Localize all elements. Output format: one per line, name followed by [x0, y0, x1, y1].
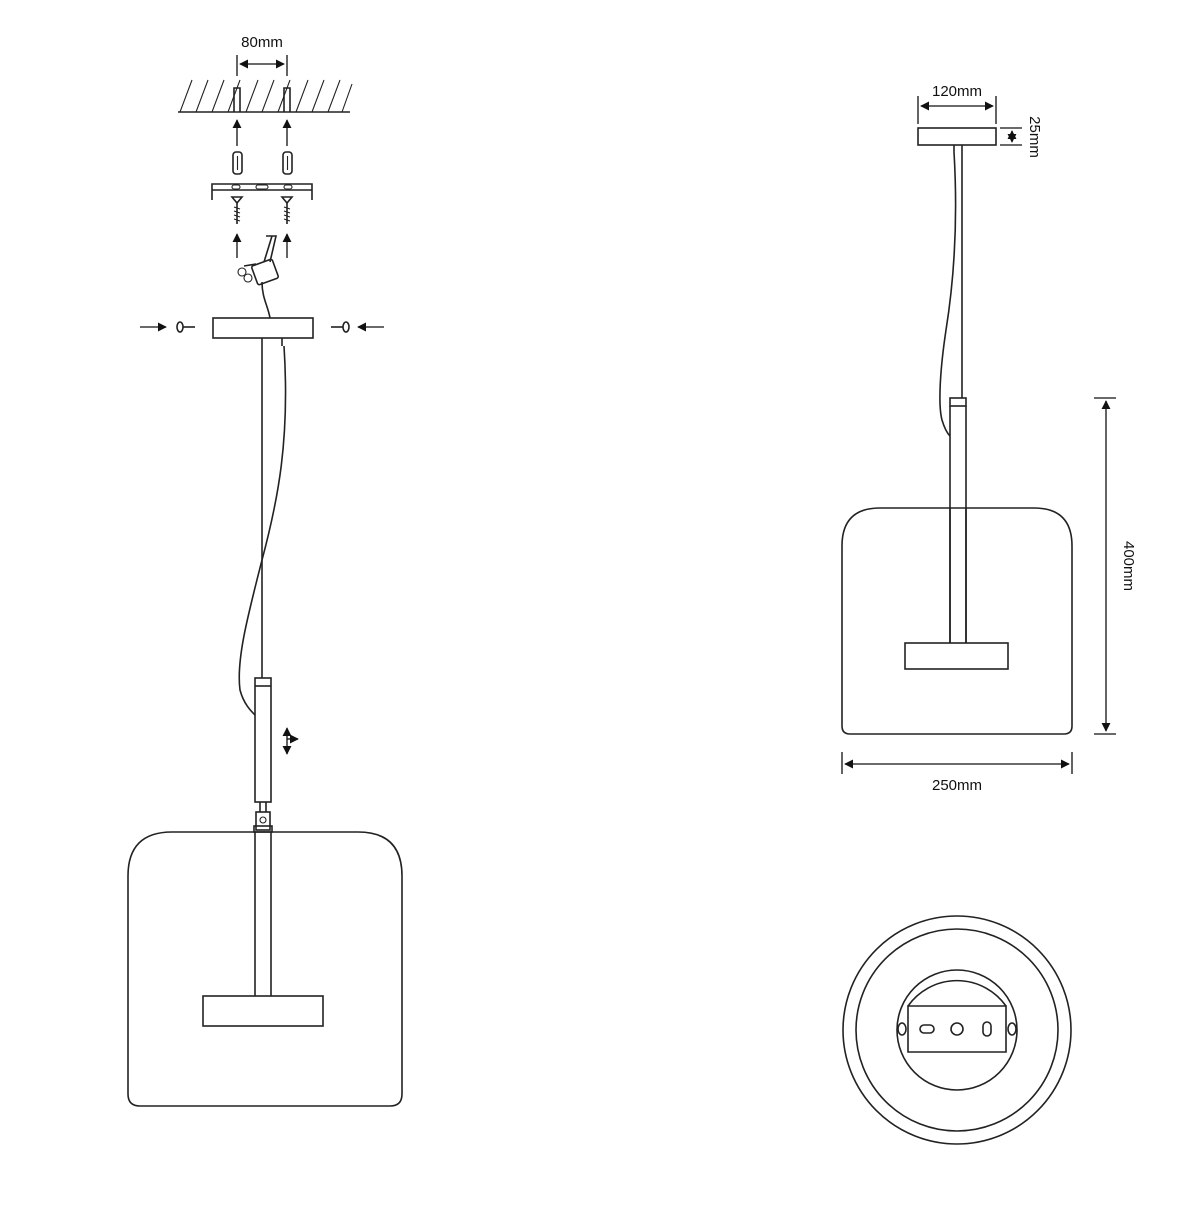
label-400mm: 400mm — [1120, 541, 1137, 591]
shade-inner-ring — [855, 928, 1059, 1132]
dimension-120mm: 120mm — [917, 83, 997, 124]
front-view: 120mm 25mm 400mm — [841, 83, 1137, 794]
power-cable — [238, 345, 287, 717]
canopy — [212, 317, 314, 339]
power-cable-front — [939, 151, 957, 437]
terminal-block-icon — [237, 235, 279, 319]
ceiling-hatch — [178, 79, 353, 113]
adjust-arrows-icon — [282, 727, 299, 755]
top-view — [842, 915, 1072, 1145]
label-120mm: 120mm — [932, 83, 982, 100]
dimension-25mm: 25mm — [1000, 116, 1043, 158]
label-250mm: 250mm — [932, 777, 982, 794]
led-head — [202, 995, 324, 1027]
dimension-400mm: 400mm — [1094, 397, 1137, 735]
coupling-tube — [254, 677, 272, 803]
canopy-front — [917, 127, 997, 146]
label-80mm: 80mm — [241, 34, 283, 51]
mounting-bracket — [211, 183, 313, 200]
screw-icon — [230, 196, 294, 224]
height-adjuster — [255, 811, 271, 831]
dimension-80mm: 80mm — [236, 34, 288, 76]
dimension-250mm: 250mm — [841, 752, 1073, 794]
canopy-circle — [896, 969, 1018, 1091]
shade-outer-ring — [842, 915, 1072, 1145]
glass-shade — [127, 831, 403, 1107]
wall-anchor-icon — [232, 151, 293, 175]
led-head-front — [904, 642, 1009, 670]
installation-view: 80mm — [127, 34, 403, 1107]
glass-shade-front — [841, 507, 1073, 735]
bracket-plate — [907, 1005, 1007, 1053]
label-25mm: 25mm — [1026, 116, 1043, 158]
side-screw-icon — [176, 321, 350, 333]
center-hole — [950, 1022, 964, 1036]
